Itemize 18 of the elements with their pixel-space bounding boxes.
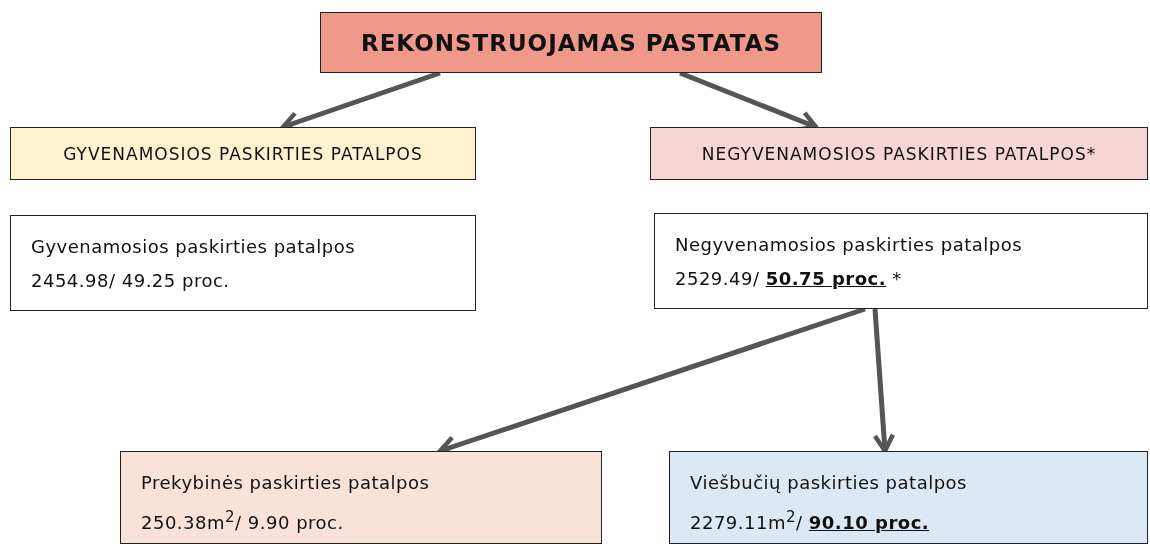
info-box bbox=[120, 451, 602, 544]
info-box bbox=[10, 215, 476, 311]
area-value: 250.38m$^{2}$/ 9.90 proc. bbox=[141, 507, 345, 535]
heading: GYVENAMOSIOS PASKIRTIES PATALPOS bbox=[63, 143, 423, 164]
area-value: 2454.98/ 49.25 proc. bbox=[31, 269, 231, 293]
category-box bbox=[10, 127, 476, 180]
category-name: Negyvenamosios paskirties patalpos bbox=[675, 233, 1024, 257]
heading: REKONSTRUOJAMAS PASTATAS bbox=[360, 29, 782, 56]
info-box bbox=[669, 451, 1148, 544]
heading: NEGYVENAMOSIOS PASKIRTIES PATALPOS* bbox=[701, 143, 1097, 164]
category-name: Viešbučių paskirties patalpos bbox=[690, 471, 968, 495]
category-name: Prekybinės paskirties patalpos bbox=[141, 471, 431, 495]
area-value: 2279.11m$^{2}$/ 90.10 proc. bbox=[690, 507, 931, 535]
category-box bbox=[650, 127, 1148, 180]
title-box bbox=[320, 12, 822, 73]
category-name: Gyvenamosios paskirties patalpos bbox=[31, 235, 357, 259]
info-box bbox=[654, 213, 1148, 309]
area-value: 2529.49/ 50.75 proc.* bbox=[675, 267, 903, 291]
